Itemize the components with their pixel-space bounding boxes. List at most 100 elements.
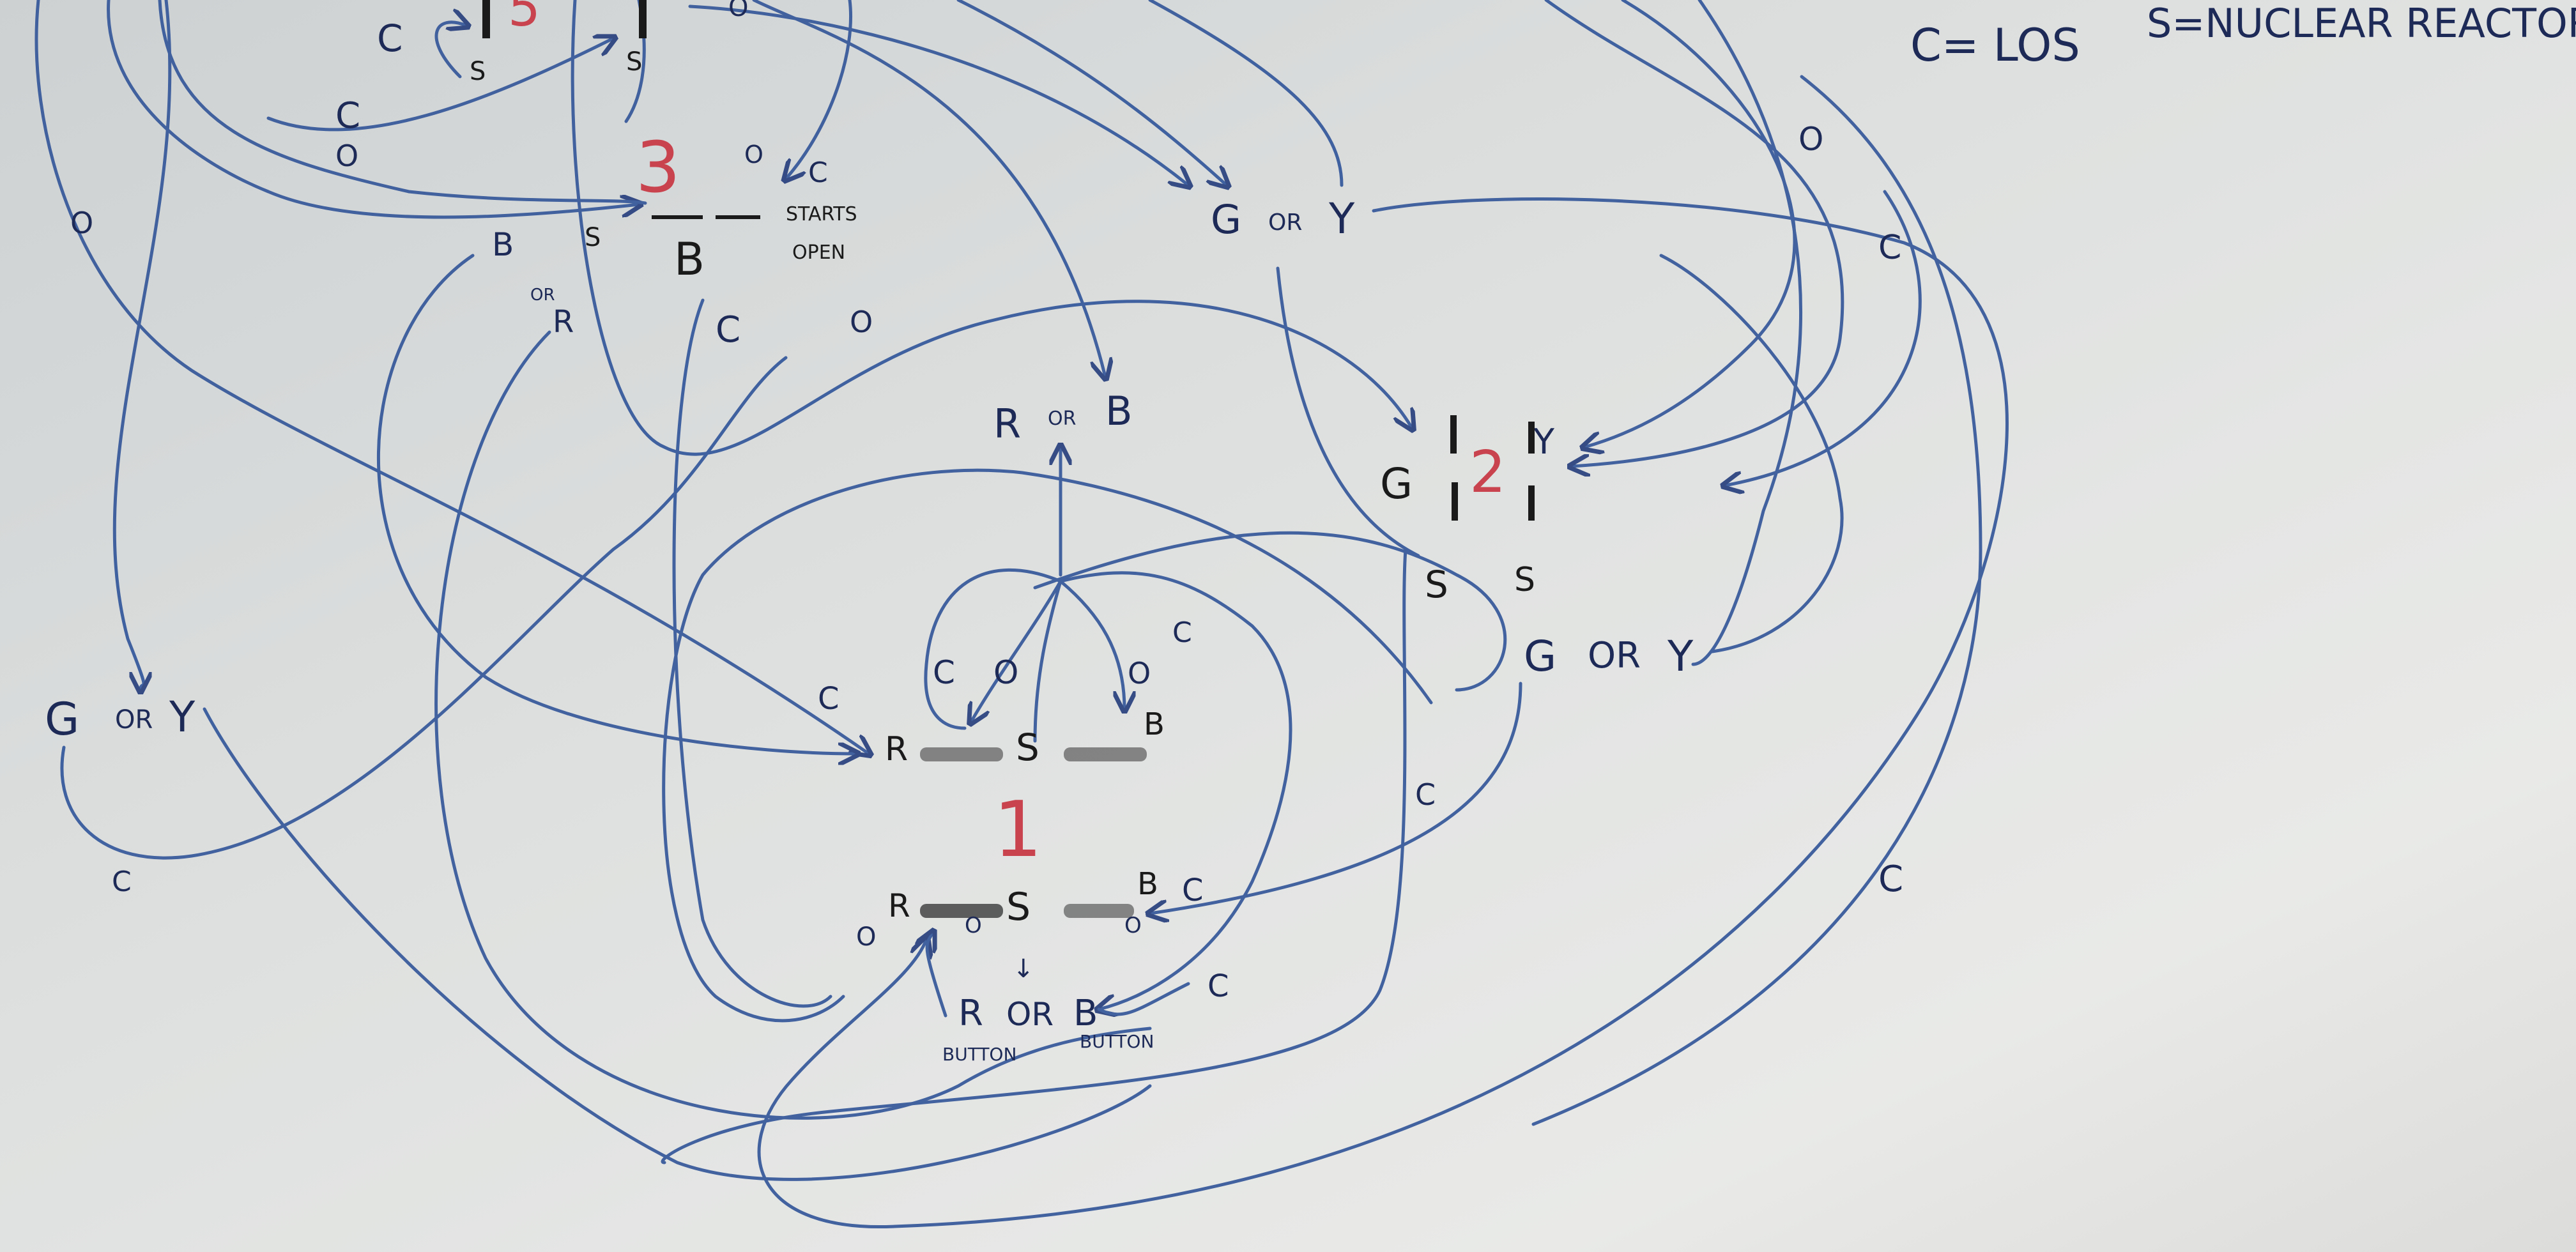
legend-s-definition: S=NUCLEAR REACTOR [2147,0,2576,47]
g-or-y-top: G OR Y [1211,194,1355,243]
connection-line [786,0,853,179]
zone-5-c: C [377,17,403,60]
zone-2-label: 2 [1469,439,1506,506]
connection-line [571,0,1412,456]
r-or-b-bottom-b: B [1073,993,1098,1034]
connection-line [1033,531,1507,692]
connection-line [971,579,1062,722]
zone-1-bottom-row: R S B C O O O ↓ [856,866,1204,984]
zone-5-s-left: S [470,57,486,86]
zone-3-starts: STARTS [786,203,857,225]
o-right-top: O [1798,121,1823,158]
connection-line [60,356,788,860]
connection-line [1691,0,1803,666]
zone-1-top-c-left: C [818,681,839,717]
c-right-mid: C [1878,229,1901,267]
zone-1-label: 1 [993,786,1042,874]
zone-1-c-upper-right: C [1172,616,1192,649]
zone-1-top-row: R S B C C O O C [818,616,1192,769]
connection-line [688,4,1188,185]
zone-5-s-right: S [626,47,642,77]
zone-3-c-below: C [716,309,740,351]
connection-line [158,0,647,205]
connection-line [956,0,1227,185]
zone-1-top-s: S [1016,726,1039,769]
o-topleft: O [335,139,358,173]
r-or-b-middle: R OR B [993,388,1133,447]
connection-line [203,707,1152,1181]
zone-2-g: G [1380,459,1413,508]
legend-c-definition: C= LOS [1910,19,2080,72]
connection-line [1059,571,1292,1009]
connection-line [752,0,1105,377]
connection-line [377,254,856,754]
connection-line [1150,682,1522,913]
connection-line [434,330,1152,1120]
connection-line [107,0,639,219]
g-or-y-right: G OR Y [1524,632,1694,681]
zone-2-s-left: S [1425,563,1448,606]
zone-2-s-right: S [1514,561,1535,599]
r-or-b-bottom-r: R [958,993,983,1034]
zone-1-bottom-b: B [1137,866,1158,902]
zone-1-bottom-o-mid: O [965,913,982,938]
connection-line [1531,75,1982,1126]
zone-1-top-b: B [1144,706,1165,742]
connection-line [1148,0,1344,187]
button-label-left: BUTTON [942,1044,1016,1065]
connection-line [1059,579,1124,709]
c-left-bottom: C [112,866,132,898]
zone-1-bottom-s: S [1006,885,1031,929]
c-topleft: C [335,95,360,137]
o-left: O [70,206,93,240]
zone-5-group: C S S O [377,0,748,86]
connection-line [924,568,1062,730]
connection-line [661,547,1407,1164]
zone-3-b-or-r-or: OR [530,286,555,305]
g-or-y-left-g: G [45,693,79,745]
zone-1-bottom-r: R [888,887,910,924]
zone-3-open: OPEN [792,241,845,264]
connection-line [1276,266,1420,558]
g-or-y-right-or: OR [1588,635,1641,676]
zone-3-group: B S STARTS OPEN C O C B OR R O [492,141,873,351]
connection-line [662,468,1433,1023]
svg-text:↓: ↓ [1013,954,1034,984]
connection-line [1584,0,1797,447]
zone-3-b: B [674,233,705,286]
button-label-right: BUTTON [1080,1031,1154,1052]
connection-line [1725,190,1922,485]
g-or-y-top-or: OR [1268,210,1302,236]
zone-5-label: 5 [508,0,540,38]
zone-3-o-top: O [744,141,763,169]
connection-line [927,933,947,1018]
g-or-y-left-or: OR [115,705,153,735]
r-or-b-mid-r: R [993,401,1021,447]
connections [34,0,2009,1229]
r-or-b-mid-or: OR [1048,408,1076,430]
zone-1-bottom-o-right: O [1124,913,1142,938]
zone-1-top-o-right: O [1128,656,1151,691]
g-or-y-right-y: Y [1667,632,1694,681]
zone-5-o: O [728,0,748,22]
connection-line [757,197,2009,1229]
zone-3-c-top: C [808,156,828,189]
zone-2-y: Y [1533,422,1555,462]
c-zone-2-below: C [1415,777,1436,812]
g-or-y-left: G OR Y C [45,692,195,898]
zone-numbers: 1 2 3 5 [508,0,1506,874]
g-or-y-left-y: Y [169,692,195,742]
zone-3-s: S [585,223,601,252]
right-side-labels: C C O C [1415,121,1903,900]
g-or-y-right-g: G [1524,632,1556,681]
connection-line [1659,254,1844,653]
eraser-smudges [920,747,1147,918]
connection-line [434,22,466,79]
zone-3-label: 3 [636,126,680,208]
connection-line [672,298,832,1008]
zone-2-group: G Y S S [1380,415,1555,606]
connection-line [1097,982,1190,1016]
